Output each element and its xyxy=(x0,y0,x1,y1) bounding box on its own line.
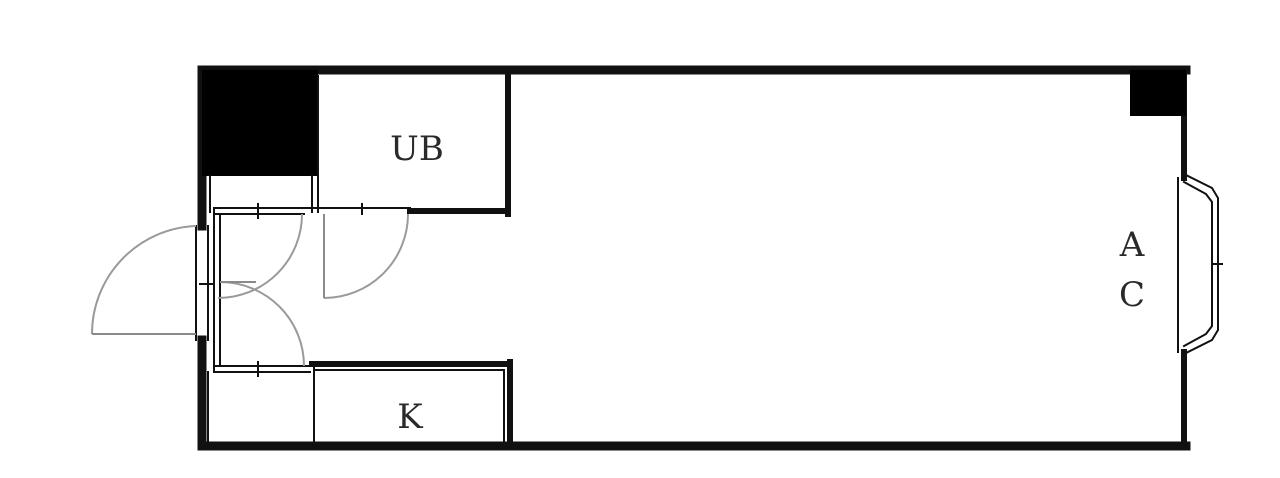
room-label-unit-bath: UB xyxy=(390,129,444,169)
outer-walls xyxy=(197,65,1191,451)
aircon-label-a: A xyxy=(1119,225,1145,265)
door-swings xyxy=(91,213,409,367)
bay-window xyxy=(1177,172,1223,356)
kitchen-walls xyxy=(207,359,513,449)
bath-door-arc xyxy=(323,213,409,299)
room-label-kitchen: K xyxy=(397,397,423,437)
entrance-frames xyxy=(195,207,411,373)
pillar-top-left xyxy=(202,70,318,176)
pillar-top-right xyxy=(1130,70,1186,116)
aircon-label-c: C xyxy=(1119,275,1145,315)
frame-ticks xyxy=(199,203,363,377)
closet-walls xyxy=(209,175,313,213)
entrance-door-arc xyxy=(91,225,197,335)
unit-bath-walls xyxy=(317,67,511,217)
closet-door-arc xyxy=(217,213,303,299)
inner-door-arc xyxy=(219,281,305,367)
